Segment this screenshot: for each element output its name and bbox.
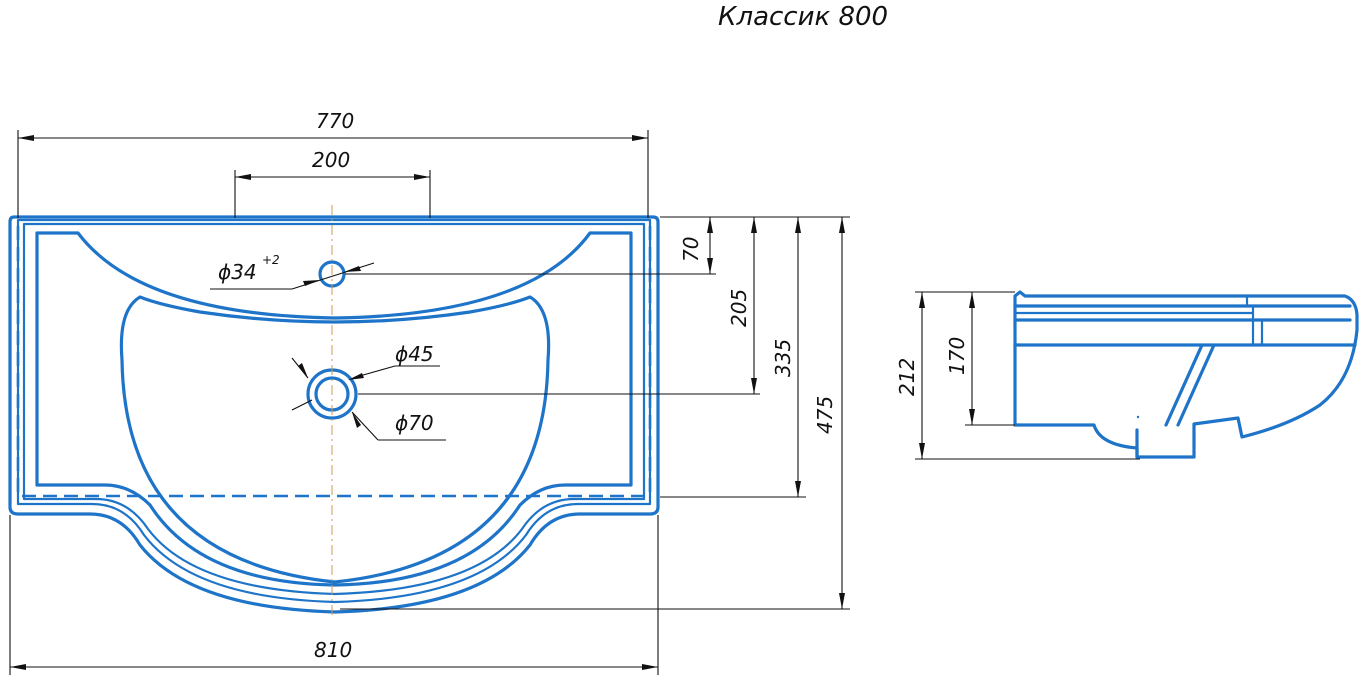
- dim-70-arrow-bottom: [707, 258, 713, 274]
- dim-d34-arrow-2: [344, 266, 361, 272]
- dim-205-arrow-top: [751, 217, 757, 233]
- dim-335-arrow-top: [795, 217, 801, 233]
- dim-label-d45: ϕ45: [395, 342, 434, 366]
- dim-475-arrow-bottom: [839, 593, 845, 609]
- basin-rim-inner-contour: [22, 222, 646, 596]
- dim-475-arrow-top: [839, 217, 845, 233]
- dim-70-arrow-top: [707, 217, 713, 233]
- dim-label-770: 770: [316, 109, 354, 133]
- dim-label-170: 170: [945, 337, 969, 375]
- dim-200-arrow-right: [414, 174, 430, 180]
- dim-810-arrow-left: [10, 664, 26, 670]
- dim-170-arrow-bottom: [969, 409, 975, 425]
- basin-side-view: [1013, 290, 1359, 459]
- basin-rim-contour: [16, 218, 652, 604]
- side-bowl-slope-1: [1164, 343, 1204, 427]
- dim-d70-tick: [291, 399, 313, 411]
- dim-205-arrow-bottom: [751, 378, 757, 394]
- basin-outer-contour: [8, 215, 660, 614]
- dim-d70-arrow: [352, 412, 361, 428]
- basin-top-view: [8, 205, 660, 615]
- dim-212-arrow-bottom: [919, 443, 925, 459]
- dim-770-arrow-left: [18, 135, 34, 141]
- side-bowl-slope-2: [1176, 343, 1216, 427]
- dim-810-arrow-right: [642, 664, 658, 670]
- dim-label-d34: ϕ34: [218, 260, 257, 284]
- side-mark-dot: [1136, 415, 1140, 419]
- dim-335-arrow-bottom: [795, 481, 801, 497]
- dim-200-arrow-left: [235, 174, 251, 180]
- dim-label-d34-tolerance: +2: [262, 253, 280, 267]
- dim-label-810: 810: [314, 638, 352, 662]
- dim-label-475: 475: [813, 396, 837, 434]
- dim-label-d70: ϕ70: [395, 411, 434, 435]
- basin-bowl: [119, 295, 551, 584]
- dim-label-205: 205: [727, 289, 751, 327]
- side-profile-outer: [1013, 290, 1359, 459]
- dim-label-212: 212: [895, 358, 919, 396]
- dim-d70-leader: [351, 411, 379, 441]
- dim-label-70: 70: [679, 237, 703, 262]
- dim-d34-arrow: [303, 280, 320, 286]
- dim-d45-arrow-2: [298, 363, 308, 378]
- dim-label-200: 200: [312, 148, 350, 172]
- dim-label-335: 335: [771, 339, 795, 377]
- drawing-title: Классик 800: [718, 2, 888, 32]
- dim-212-arrow-top: [919, 292, 925, 308]
- dim-170-arrow-top: [969, 292, 975, 308]
- dimensions: 770 200 810 70 205 335: [9, 109, 1140, 675]
- dim-770-arrow-right: [632, 135, 648, 141]
- dim-d45-arrow: [348, 373, 364, 380]
